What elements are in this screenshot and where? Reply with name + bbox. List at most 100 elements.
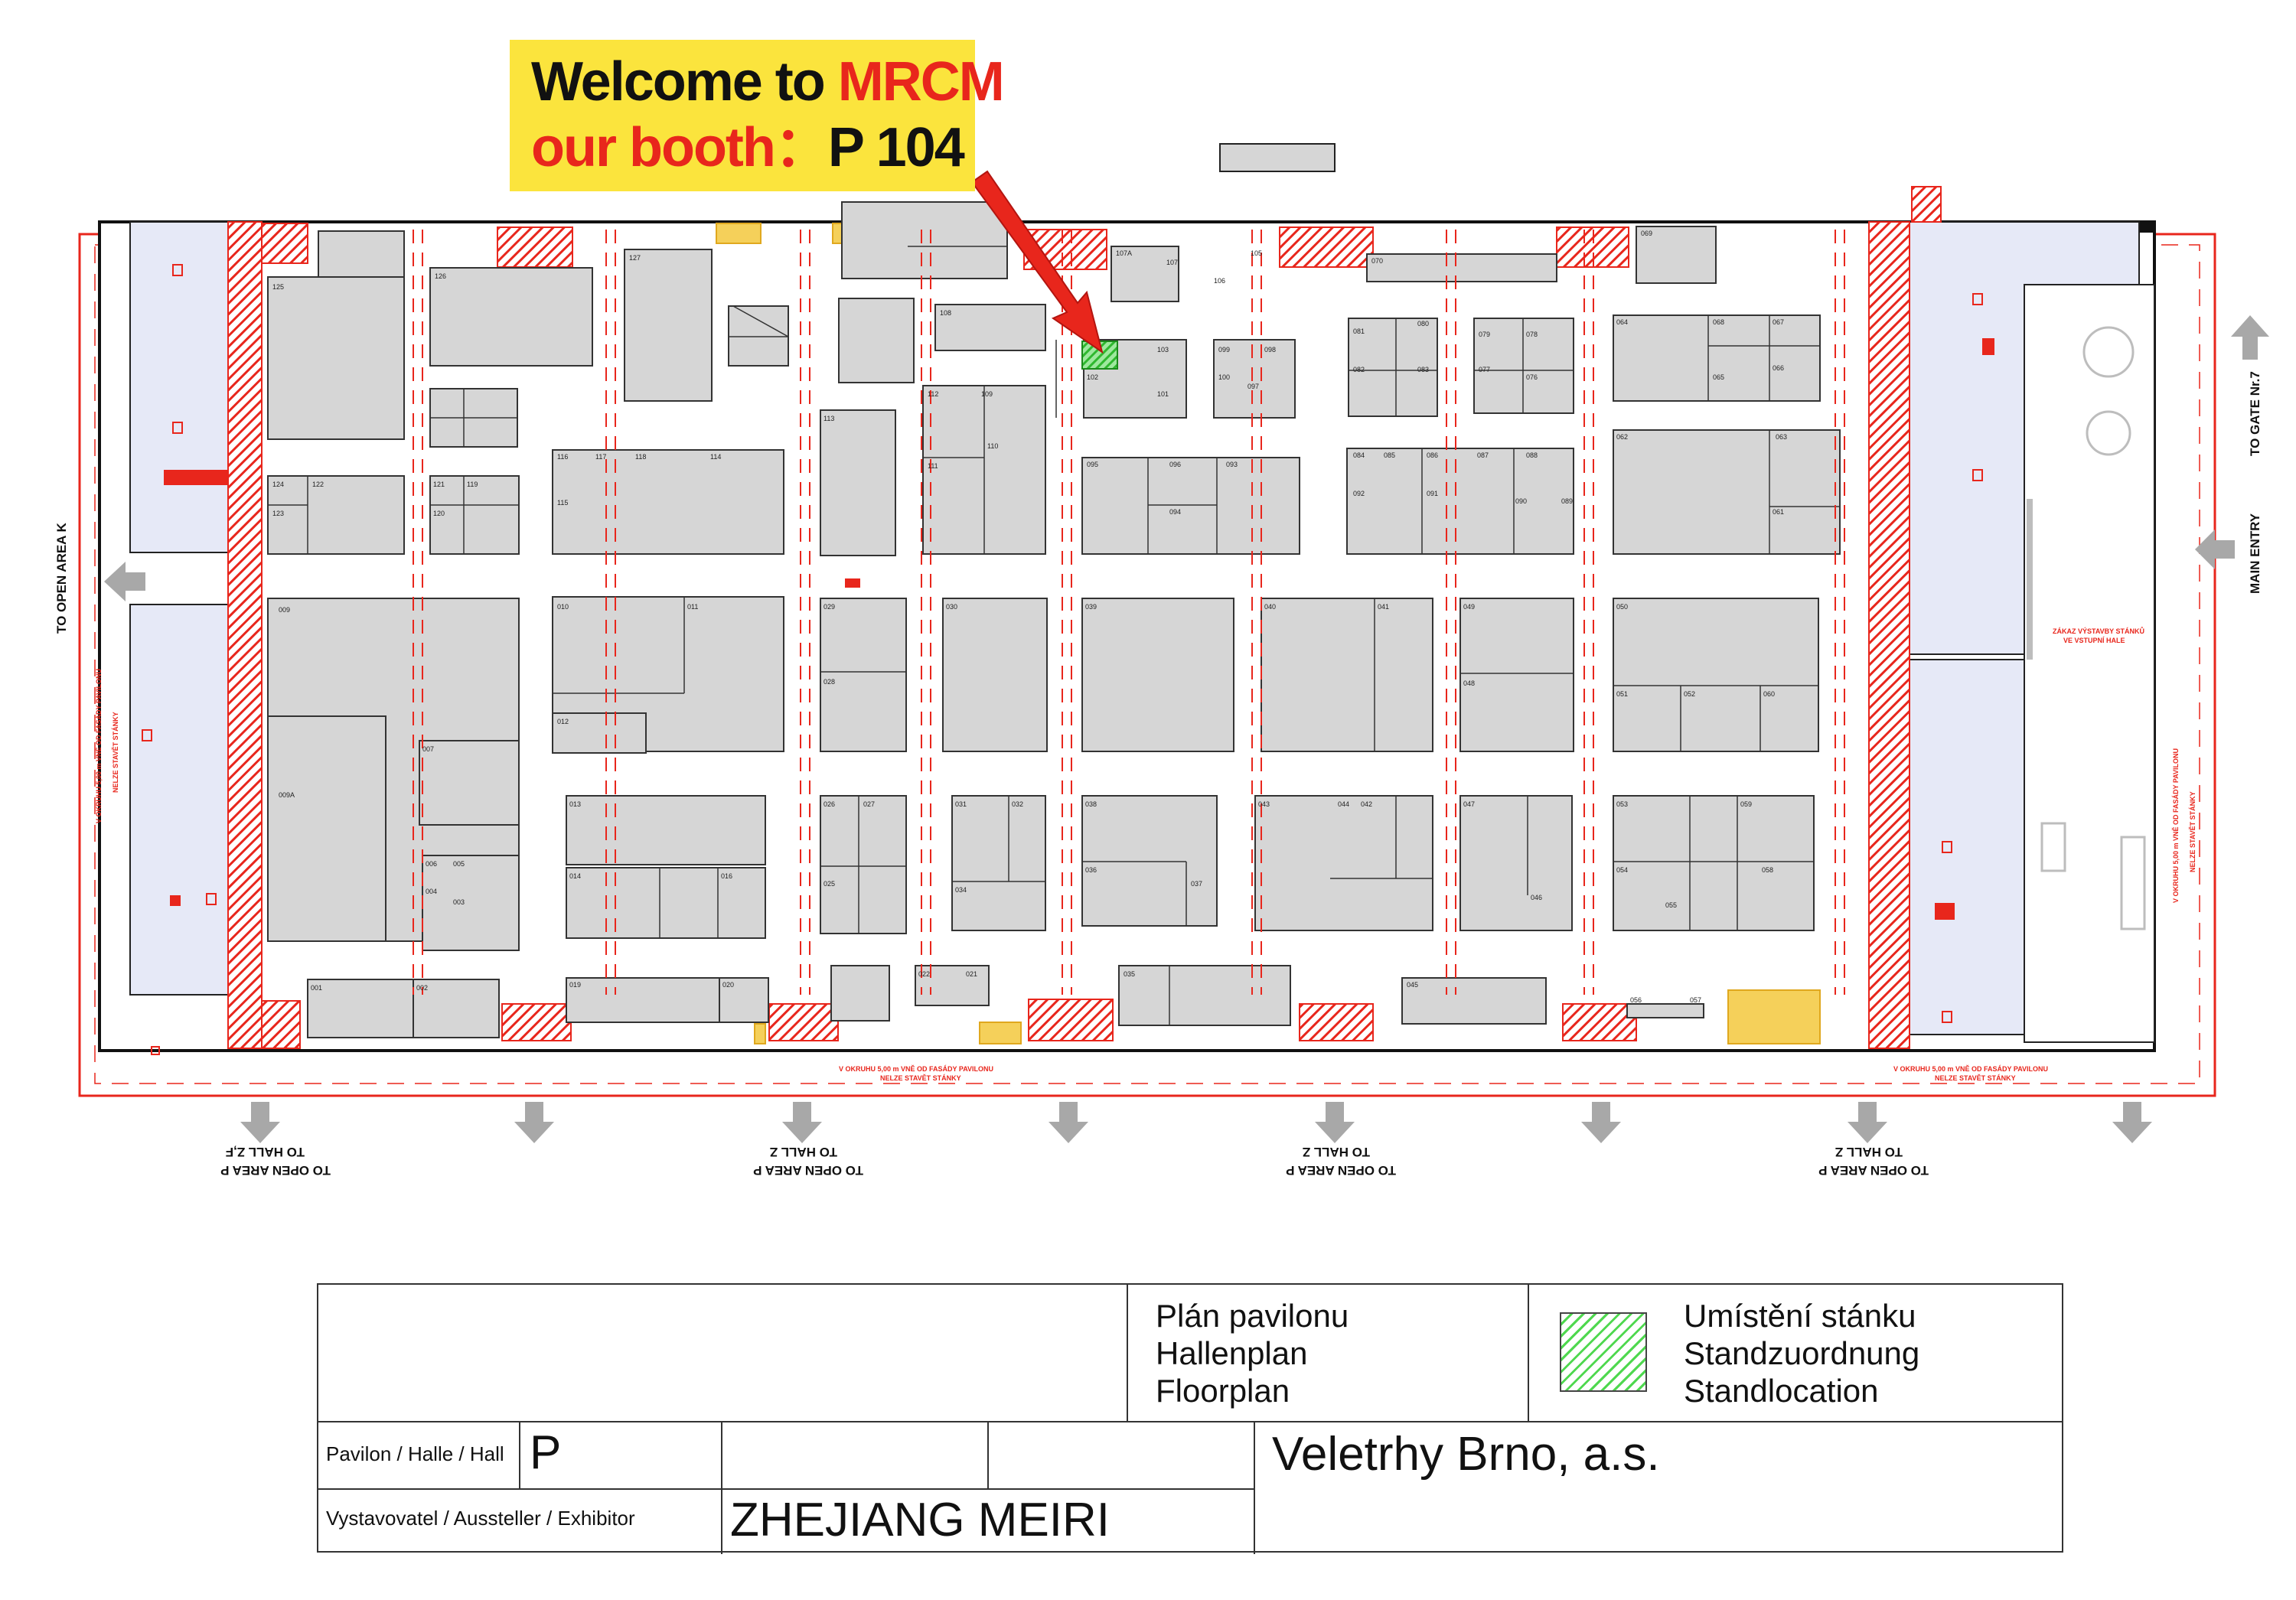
booth-label-068: 068 xyxy=(1713,318,1724,326)
booth-label-009a: 009A xyxy=(279,791,295,799)
booth-label-125: 125 xyxy=(272,283,284,291)
booth-label-006: 006 xyxy=(426,860,437,868)
booth-label-102: 102 xyxy=(1087,373,1098,381)
booth-label-039: 039 xyxy=(1085,603,1097,611)
booth-label-012: 012 xyxy=(557,718,569,725)
facade-note-right: V OKRUHU 5,00 m VNĚ OD FASÁDY PAVILONU N… xyxy=(2171,748,2197,903)
booth-label-101: 101 xyxy=(1157,390,1169,398)
booth-label-120: 120 xyxy=(433,510,445,517)
svg-text:TO OPEN AREA P: TO OPEN AREA P xyxy=(220,1163,331,1178)
booth-label-025: 025 xyxy=(823,880,835,888)
hatched-stub xyxy=(164,470,228,485)
booth-label-113: 113 xyxy=(823,415,834,422)
entrance-hall xyxy=(2024,284,2155,1043)
booth-label-062: 062 xyxy=(1616,433,1628,441)
booth-label-019: 019 xyxy=(569,981,581,989)
booth-label-111: 111 xyxy=(928,462,938,470)
booth-label-029: 029 xyxy=(823,603,835,611)
booth-label-070: 070 xyxy=(1371,257,1383,265)
booth-label-098: 098 xyxy=(1264,346,1276,354)
booth-label-121: 121 xyxy=(433,481,445,488)
bottom-gate-1: TO OPEN AREA P TO HALL Z,F xyxy=(220,1145,331,1178)
booth-label-123: 123 xyxy=(272,510,284,517)
gate-arrows xyxy=(104,315,2269,601)
service-zone-left-top xyxy=(129,221,229,553)
booth-label-103: 103 xyxy=(1157,346,1169,354)
booth-label-046: 046 xyxy=(1531,894,1542,901)
booth-label-091: 091 xyxy=(1427,490,1438,497)
plan-line-1: Plán pavilonu xyxy=(1156,1298,1349,1334)
booth-label-047: 047 xyxy=(1463,800,1475,808)
booth-label-027: 027 xyxy=(863,800,875,808)
booth-label-067: 067 xyxy=(1773,318,1784,326)
bottom-gate-2: TO OPEN AREA P TO HALL Z xyxy=(753,1145,863,1178)
booth-label-094: 094 xyxy=(1169,508,1181,516)
booth-label-021: 021 xyxy=(966,970,977,978)
booth-label-048: 048 xyxy=(1463,679,1475,687)
booth-label-124: 124 xyxy=(272,481,284,488)
booth-label-037: 037 xyxy=(1191,880,1202,888)
booth-label-049: 049 xyxy=(1463,603,1475,611)
booth-prefix: our booth xyxy=(531,117,776,178)
booth-label-096: 096 xyxy=(1169,461,1181,468)
svg-text:TO HALL Z: TO HALL Z xyxy=(1303,1145,1370,1159)
booth-label-117: 117 xyxy=(595,453,606,461)
brand-name: MRCM xyxy=(837,51,1005,112)
booth-location-swatch xyxy=(1560,1312,1647,1392)
booth-number: P 104 xyxy=(827,117,965,178)
booth-label-038: 038 xyxy=(1085,800,1097,808)
svg-text:TO OPEN AREA P: TO OPEN AREA P xyxy=(753,1163,863,1178)
svg-text:V OKRUHU 5,00 m VNĚ OD FASÁDY: V OKRUHU 5,00 m VNĚ OD FASÁDY PAVILONU xyxy=(2171,748,2180,903)
booth-label-083: 083 xyxy=(1417,366,1429,373)
booth-label-013: 013 xyxy=(569,800,581,808)
booth-label-042: 042 xyxy=(1361,800,1372,808)
booth-label-107: 107 xyxy=(1166,259,1178,266)
booth-label-045: 045 xyxy=(1407,981,1418,989)
marker-filled xyxy=(1982,338,1994,355)
booth-label-099: 099 xyxy=(1218,346,1230,354)
booth-label-093: 093 xyxy=(1226,461,1238,468)
booth-label-086: 086 xyxy=(1427,451,1438,459)
booth-label-041: 041 xyxy=(1378,603,1389,611)
exhibitor-label: Vystavovatel / Aussteller / Exhibitor xyxy=(326,1507,635,1530)
plan-line-2: Hallenplan xyxy=(1156,1335,1308,1371)
booth-label-036: 036 xyxy=(1085,866,1097,874)
svg-text:NELZE STAVĚT STÁNKY: NELZE STAVĚT STÁNKY xyxy=(880,1074,961,1082)
booth-label-040: 040 xyxy=(1264,603,1276,611)
svg-text:VE VSTUPNÍ HALE: VE VSTUPNÍ HALE xyxy=(2063,637,2125,644)
aisle-markers xyxy=(413,230,1845,995)
booth-label-065: 065 xyxy=(1713,373,1724,381)
booth-label-026: 026 xyxy=(823,800,835,808)
booth-dividers xyxy=(268,246,1840,1025)
hatched-wall-left xyxy=(227,221,263,1049)
svg-text:NELZE STAVĚT STÁNKY: NELZE STAVĚT STÁNKY xyxy=(2188,791,2197,872)
company-name: Veletrhy Brno, a.s. xyxy=(1272,1428,1660,1481)
booth-label-009: 009 xyxy=(279,606,290,614)
exhibitor-value: ZHEJIANG MEIRI xyxy=(730,1494,1110,1546)
booth-label-106: 106 xyxy=(1214,277,1225,285)
booth-label-050: 050 xyxy=(1616,603,1628,611)
booth-label-084: 084 xyxy=(1353,451,1365,459)
booth-label-005: 005 xyxy=(453,860,465,868)
svg-text:TO OPEN AREA P: TO OPEN AREA P xyxy=(1818,1163,1929,1178)
entrance-desk xyxy=(2027,499,2033,660)
booth-label-082: 082 xyxy=(1353,366,1365,373)
gate-label-gate-7: TO GATE Nr.7 xyxy=(2248,371,2262,456)
booth-label-063: 063 xyxy=(1776,433,1787,441)
welcome-text: Welcome to xyxy=(531,51,838,112)
booth-label-076: 076 xyxy=(1526,373,1538,381)
booth-label-002: 002 xyxy=(416,984,428,992)
welcome-banner: Welcome to MRCM our booth：P 104 xyxy=(510,40,1005,191)
svg-text:V OKRUHU 5,00 m VNĚ OD FASÁDY: V OKRUHU 5,00 m VNĚ OD FASÁDY PAVILONU xyxy=(839,1064,993,1073)
bottom-gate-4: TO OPEN AREA P TO HALL Z xyxy=(1818,1145,1929,1178)
booth-label-061: 061 xyxy=(1773,508,1784,516)
booth-label-020: 020 xyxy=(722,981,734,989)
facade-note-bottom-1: V OKRUHU 5,00 m VNĚ OD FASÁDY PAVILONU N… xyxy=(839,1064,993,1082)
gate-label-main-entry: MAIN ENTRY xyxy=(2248,513,2262,594)
booth-label-010: 010 xyxy=(557,603,569,611)
booth-label-105: 105 xyxy=(1251,249,1262,257)
hall-value: P xyxy=(530,1426,562,1479)
facade-note-left: V OKRUHU 5,00 m VNĚ OD FASÁDY PAVILONU N… xyxy=(94,669,119,823)
entrance-note: ZÁKAZ VÝSTAVBY STÁNKŮ VE VSTUPNÍ HALE xyxy=(2053,627,2144,644)
